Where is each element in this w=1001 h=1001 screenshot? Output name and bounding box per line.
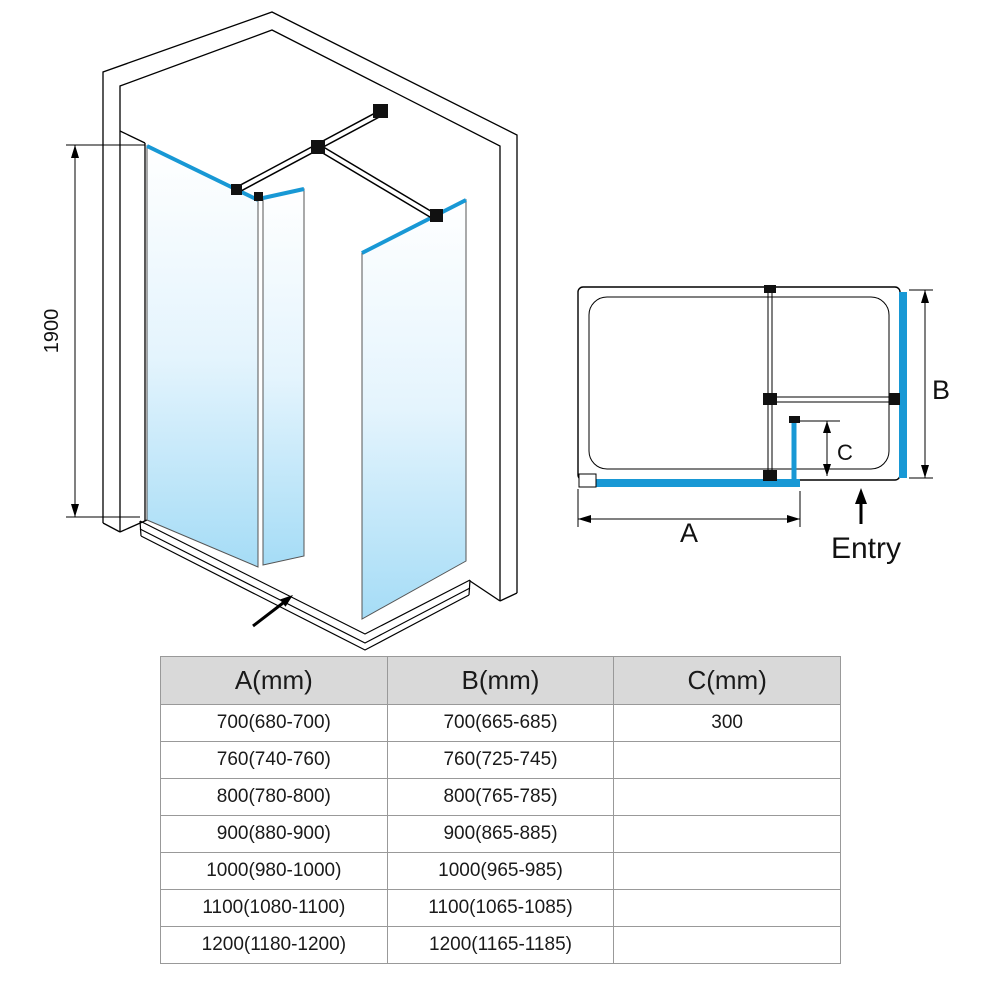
table-cell [613, 741, 841, 779]
wall-outline-inner [119, 29, 501, 601]
wall-outline-outer [102, 11, 518, 593]
entry-label: Entry [831, 532, 901, 565]
table-cell: 1200(1180-1200) [160, 926, 388, 964]
wall-bottom-edge-right [499, 592, 518, 602]
support-bar-2 [316, 145, 439, 220]
tray-end-left [139, 520, 142, 537]
panel-bracket-main [231, 184, 242, 195]
table-row: 700(680-700) 700(665-685) 300 [160, 704, 841, 742]
dim-c-label: C [837, 440, 853, 465]
table-cell: 760(725-745) [386, 741, 615, 779]
height-arrow-bottom [71, 504, 79, 517]
entry-indicator: Entry [831, 488, 901, 565]
dim-a-arrow-left [578, 515, 591, 523]
table-cell: 800(765-785) [386, 778, 615, 816]
side-glass-top-edge [361, 198, 467, 255]
table-cell [613, 852, 841, 890]
hinge-bracket [254, 192, 263, 201]
tray-edge-bottom [140, 535, 470, 651]
table-row: 1000(980-1000) 1000(965-985) [160, 852, 841, 890]
dim-a: A [577, 489, 801, 548]
table-cell: 1100(1080-1100) [160, 889, 388, 927]
cross-connector [311, 140, 325, 154]
table-row: 800(780-800) 800(765-785) [160, 778, 841, 816]
table-row: 1100(1080-1100) 1100(1065-1085) [160, 889, 841, 927]
plan-view: C B A [577, 285, 950, 565]
table-cell: 900(880-900) [160, 815, 388, 853]
glass-panels [146, 144, 467, 620]
entry-arrow-iso [252, 595, 293, 628]
side-panel-plan [899, 292, 907, 478]
height-dimension: 1900 [41, 144, 145, 518]
support-bar-1 [236, 111, 382, 192]
front-panel-plan [582, 479, 800, 487]
col-header-c: C(mm) [613, 656, 841, 705]
table-cell [613, 778, 841, 816]
wall-corner-line [119, 130, 146, 144]
dim-b: B [909, 289, 950, 479]
tray-edge-mid [139, 528, 471, 644]
iso-view: 1900 [41, 11, 518, 651]
wall-mount-bracket [373, 104, 388, 118]
entry-arrow-head [855, 488, 867, 504]
height-arrow-top [71, 145, 79, 158]
tray-end-right [468, 579, 471, 596]
table-row: 760(740-760) 760(725-745) [160, 741, 841, 779]
table-cell: 1200(1165-1185) [386, 926, 615, 964]
dim-b-label: B [932, 375, 950, 405]
dim-c: C [799, 420, 853, 476]
panel-bracket-side [430, 209, 443, 222]
bar-connector-cross [763, 393, 777, 405]
table-cell: 300 [613, 704, 841, 742]
table-cell: 1100(1065-1085) [386, 889, 615, 927]
dim-b-arrow-bottom [921, 465, 929, 478]
support-bars [231, 104, 443, 222]
dim-b-arrow-top [921, 290, 929, 303]
return-panel-fitting [789, 416, 800, 423]
bar-connector-right [889, 393, 900, 405]
dim-a-label: A [680, 518, 698, 548]
table-cell: 1000(965-985) [386, 852, 615, 890]
tray-edge-top [139, 520, 471, 635]
table-cell: 1000(980-1000) [160, 852, 388, 890]
dim-a-arrow-right [787, 515, 800, 523]
table-row: 1200(1180-1200) 1200(1165-1185) [160, 926, 841, 964]
floor-line-right [469, 580, 501, 602]
col-header-a: A(mm) [160, 656, 388, 705]
flipper-glass-top-edge [262, 187, 305, 200]
dim-c-arrow-bottom [823, 464, 831, 476]
table-row: 900(880-900) 900(865-885) [160, 815, 841, 853]
wall-profile-plan [578, 473, 597, 488]
walls [102, 11, 518, 602]
flipper-glass-panel [262, 188, 305, 566]
col-header-b: B(mm) [386, 656, 615, 705]
table-cell [613, 815, 841, 853]
table-cell [613, 926, 841, 964]
table-cell: 800(780-800) [160, 778, 388, 816]
table-header-row: A(mm) B(mm) C(mm) [160, 656, 841, 705]
bar-connector-top [764, 285, 776, 293]
support-bars-plan [767, 288, 897, 478]
side-glass-panel [361, 199, 467, 620]
wall-bottom-edge-left [102, 522, 121, 533]
main-glass-panel [146, 145, 259, 568]
table-cell: 700(665-685) [386, 704, 615, 742]
height-dimension-label: 1900 [41, 309, 63, 354]
dimension-table: A(mm) B(mm) C(mm) 700(680-700) 700(665-6… [160, 656, 841, 964]
table-cell [613, 889, 841, 927]
table-cell: 900(865-885) [386, 815, 615, 853]
dim-c-arrow-top [823, 421, 831, 433]
entry-arrow-iso-shaft [252, 601, 284, 628]
table-cell: 700(680-700) [160, 704, 388, 742]
entry-arrow-iso-head [279, 595, 293, 607]
table-cell: 760(740-760) [160, 741, 388, 779]
bar-connector-bottom [763, 470, 777, 481]
tray-inner-plan [588, 296, 890, 470]
shower-tray [139, 520, 471, 651]
